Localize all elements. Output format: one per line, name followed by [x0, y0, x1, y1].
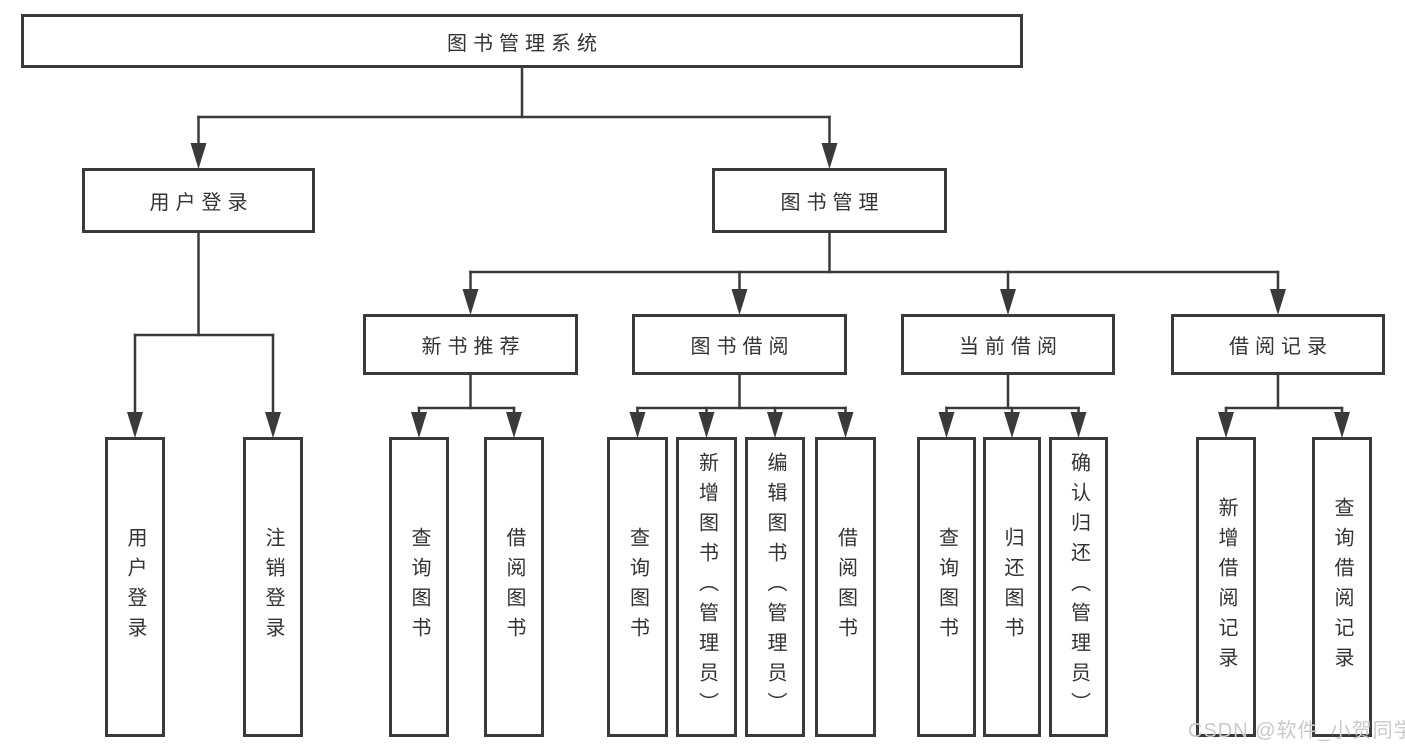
arrowhead-icon [821, 143, 838, 169]
node-leaf-borrow-book-2: 借阅图书 [815, 437, 876, 737]
connector-current [938, 373, 1087, 438]
node-label: 新增图书（管理员） [695, 452, 718, 722]
arrowhead-icon [506, 412, 522, 438]
arrowhead-icon [938, 412, 955, 438]
arrowhead-icon [1270, 289, 1286, 315]
connector-root [190, 66, 838, 169]
arrowhead-icon [190, 143, 207, 169]
node-leaf-search-borrow-record: 查询借阅记录 [1312, 437, 1372, 737]
arrowhead-icon [265, 412, 281, 438]
arrowhead-icon [127, 412, 143, 438]
node-label: 图书管理 [780, 192, 885, 214]
node-label: 查询借阅记录 [1331, 497, 1353, 677]
node-label: 新书推荐 [421, 336, 526, 358]
connector-records [1218, 373, 1350, 438]
arrowhead-icon [411, 412, 427, 438]
node-library-system: 图书管理系统 [21, 14, 1023, 68]
arrowhead-icon [1070, 412, 1087, 438]
node-leaf-return-book: 归还图书 [983, 437, 1041, 737]
node-book-borrow: 图书借阅 [632, 314, 847, 375]
connector-newbook [411, 373, 522, 438]
node-leaf-confirm-return-admin: 确认归还（管理员） [1049, 437, 1108, 737]
arrowhead-icon [698, 412, 715, 438]
arrowhead-icon [462, 289, 479, 315]
node-label: 注销登录 [262, 527, 284, 647]
node-label: 归还图书 [1001, 527, 1023, 647]
node-leaf-search-book-1: 查询图书 [389, 437, 449, 737]
node-leaf-add-book-admin: 新增图书（管理员） [676, 437, 737, 737]
node-leaf-logout: 注销登录 [243, 437, 303, 737]
arrowhead-icon [837, 412, 854, 438]
node-leaf-add-borrow-record: 新增借阅记录 [1196, 437, 1256, 737]
node-leaf-edit-book-admin: 编辑图书（管理员） [745, 437, 805, 737]
node-label: 图书管理系统 [447, 32, 603, 55]
node-label: 图书借阅 [690, 336, 795, 358]
node-label: 新增借阅记录 [1215, 497, 1237, 677]
node-label: 确认归还（管理员） [1067, 452, 1090, 722]
arrowhead-icon [731, 289, 748, 315]
node-label: 借阅记录 [1229, 336, 1333, 358]
connector-mgmt [462, 231, 1286, 315]
node-leaf-search-book-3: 查询图书 [917, 437, 976, 737]
node-current-borrow: 当前借阅 [901, 314, 1115, 375]
node-new-book-recommend: 新书推荐 [363, 314, 578, 375]
node-label: 用户登录 [149, 192, 254, 214]
arrowhead-icon [1004, 412, 1020, 438]
arrowhead-icon [1218, 412, 1234, 438]
node-label: 编辑图书（管理员） [764, 452, 786, 722]
node-label: 当前借阅 [959, 336, 1063, 358]
node-book-management: 图书管理 [712, 168, 947, 233]
connector-borrow [629, 373, 854, 438]
watermark: CSDN @软件_小贺同学 [1188, 720, 1405, 742]
node-borrow-records: 借阅记录 [1171, 314, 1385, 375]
node-label: 借阅图书 [834, 527, 857, 647]
connector-login [127, 231, 281, 438]
node-label: 用户登录 [124, 527, 146, 647]
node-label: 查询图书 [626, 527, 649, 647]
node-leaf-search-book-2: 查询图书 [607, 437, 668, 737]
arrowhead-icon [767, 412, 783, 438]
arrowhead-icon [629, 412, 646, 438]
arrowhead-icon [1000, 289, 1016, 315]
node-leaf-borrow-book-1: 借阅图书 [484, 437, 544, 737]
node-label: 查询图书 [408, 527, 430, 647]
node-user-login: 用户登录 [82, 168, 315, 233]
node-label: 查询图书 [935, 527, 958, 647]
arrowhead-icon [1334, 412, 1350, 438]
node-leaf-user-login: 用户登录 [105, 437, 165, 737]
node-label: 借阅图书 [503, 527, 525, 647]
